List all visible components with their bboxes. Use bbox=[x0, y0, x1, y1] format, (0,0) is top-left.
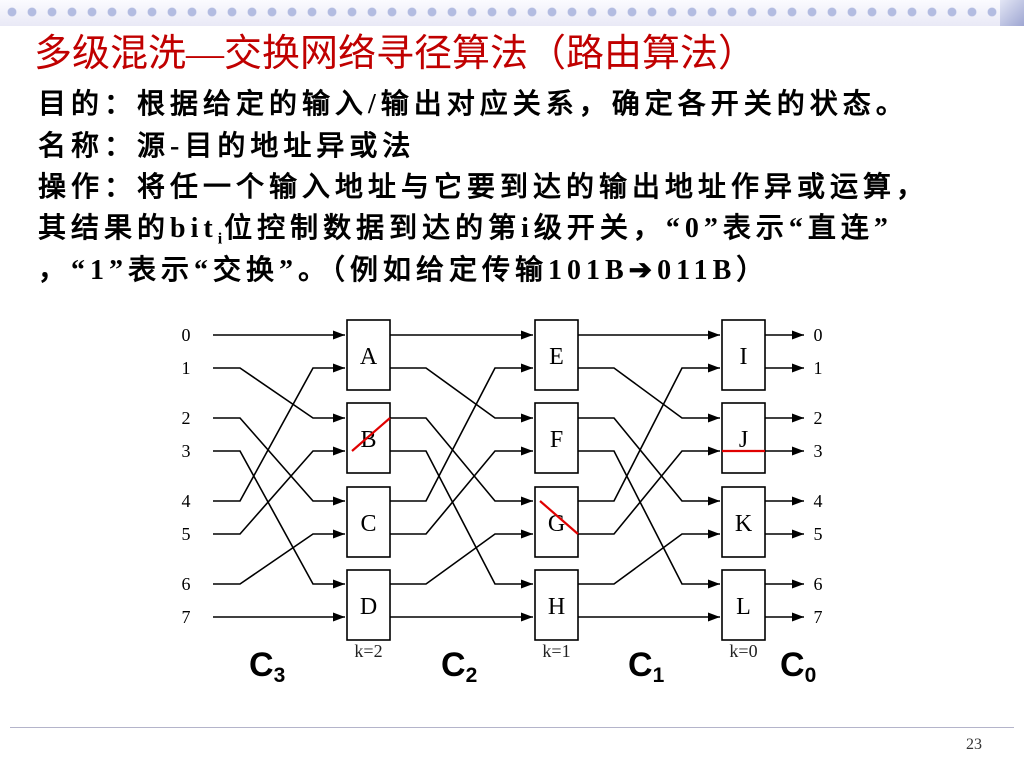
switch-box-G bbox=[534, 486, 579, 558]
switch-label-C: C bbox=[360, 511, 376, 537]
input-label-2: 2 bbox=[182, 408, 191, 428]
bit-subscript: i bbox=[217, 230, 225, 248]
switch-label-H: H bbox=[548, 594, 565, 620]
output-label-3: 3 bbox=[814, 441, 823, 461]
switch-label-I: I bbox=[740, 344, 748, 370]
stage-0-wire-1 bbox=[390, 367, 533, 423]
control-bit-label-1: C2 bbox=[441, 646, 477, 687]
slide-title: 多级混洗—交换网络寻径算法（路由算法） bbox=[34, 33, 757, 75]
stage-1-wire-6 bbox=[578, 529, 720, 585]
name-line: 名称：源-目的地址异或法 bbox=[38, 131, 416, 162]
switch-label-E: E bbox=[549, 344, 564, 370]
input-wire-1 bbox=[213, 367, 345, 423]
operation-line-2-start: 其结果的bit bbox=[38, 213, 218, 244]
route-mark-group bbox=[351, 417, 765, 535]
output-label-7: 7 bbox=[814, 607, 823, 627]
switch-label-G: G bbox=[548, 511, 565, 537]
switch-label-J: J bbox=[739, 427, 748, 453]
input-wire-2 bbox=[213, 417, 345, 506]
input-label-7: 7 bbox=[182, 607, 191, 627]
stage-0-wire-3 bbox=[390, 450, 533, 589]
stage-0-wire-4 bbox=[390, 363, 533, 502]
stage-label-2: k=0 bbox=[729, 641, 757, 661]
switch-label-A: A bbox=[360, 344, 378, 370]
wire-group bbox=[213, 330, 804, 622]
purpose-line: 目的：根据给定的输入/输出对应关系，确定各开关的状态。 bbox=[38, 89, 909, 120]
switch-label-D: D bbox=[360, 594, 377, 620]
switch-box-H bbox=[534, 569, 579, 641]
control-bit-subscript: 3 bbox=[274, 664, 286, 687]
control-bit-label-2: C1 bbox=[628, 646, 665, 687]
control-bit-label-3: C0 bbox=[780, 646, 816, 687]
control-bit-letter: C bbox=[780, 646, 805, 684]
switch-box-C bbox=[346, 486, 391, 558]
control-bit-letter: C bbox=[628, 646, 653, 684]
output-label-2: 2 bbox=[814, 408, 823, 428]
switch-label-K: K bbox=[735, 511, 753, 537]
switch-box-E bbox=[534, 319, 579, 391]
stage-label-0: k=2 bbox=[354, 641, 382, 661]
input-label-0: 0 bbox=[182, 325, 191, 345]
corner-decoration bbox=[1000, 0, 1024, 26]
switch-box-K bbox=[721, 486, 766, 558]
control-bit-label-0: C3 bbox=[249, 646, 285, 687]
input-label-4: 4 bbox=[182, 491, 191, 511]
output-label-0: 0 bbox=[814, 325, 823, 345]
switch-box-A bbox=[346, 319, 391, 391]
operation-line-2: 其结果的biti位控制数据到达的第i级开关，“0”表示“直连” bbox=[38, 212, 893, 257]
input-label-5: 5 bbox=[182, 524, 191, 544]
input-label-3: 3 bbox=[182, 441, 191, 461]
stage-0-wire-5 bbox=[390, 446, 533, 535]
top-decoration-band bbox=[0, 0, 1024, 26]
control-bit-subscript: 0 bbox=[805, 664, 817, 687]
output-label-4: 4 bbox=[814, 491, 823, 511]
operation-line-3: ，“1”表示“交换”。（例如给定传输101B➔011B） bbox=[38, 255, 770, 286]
switch-box-D bbox=[346, 569, 391, 641]
route-mark-B bbox=[351, 417, 391, 452]
output-label-6: 6 bbox=[814, 574, 823, 594]
input-wire-6 bbox=[213, 529, 345, 585]
stage-label-1: k=1 bbox=[542, 641, 570, 661]
stage-1-wire-2 bbox=[578, 417, 720, 506]
switch-box-J bbox=[721, 402, 766, 474]
input-wire-4 bbox=[213, 363, 345, 502]
footer-divider bbox=[10, 727, 1014, 728]
operation-line-1: 操作：将任一个输入地址与它要到达的输出地址作异或运算， bbox=[38, 172, 930, 203]
stage-0-wire-2 bbox=[390, 417, 533, 506]
input-label-6: 6 bbox=[182, 574, 191, 594]
output-label-5: 5 bbox=[814, 524, 823, 544]
control-bit-subscript: 1 bbox=[653, 664, 665, 687]
switch-box-F bbox=[534, 402, 579, 474]
control-bit-letter: C bbox=[249, 646, 274, 684]
output-label-1: 1 bbox=[814, 358, 823, 378]
input-label-1: 1 bbox=[182, 358, 191, 378]
stage-1-wire-3 bbox=[578, 450, 720, 589]
operation-line-2-end: 位控制数据到达的第i级开关，“0”表示“直连” bbox=[224, 213, 893, 244]
route-mark-G bbox=[539, 500, 579, 535]
switch-label-F: F bbox=[550, 427, 563, 453]
switch-box-L bbox=[721, 569, 766, 641]
control-bit-subscript: 2 bbox=[466, 664, 478, 687]
stage-1-wire-4 bbox=[578, 363, 720, 502]
input-wire-3 bbox=[213, 450, 345, 589]
stage-1-wire-1 bbox=[578, 367, 720, 423]
page-number: 23 bbox=[966, 736, 982, 753]
stage-1-wire-5 bbox=[578, 446, 720, 535]
control-bit-letter: C bbox=[441, 646, 466, 684]
input-wire-5 bbox=[213, 446, 345, 535]
dot-row-decoration bbox=[2, 2, 998, 22]
stage-0-wire-6 bbox=[390, 529, 533, 585]
switch-label-L: L bbox=[736, 594, 751, 620]
switch-box-I bbox=[721, 319, 766, 391]
